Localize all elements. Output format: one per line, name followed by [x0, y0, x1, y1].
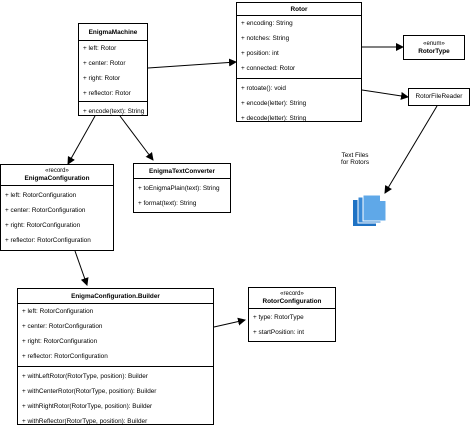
attribute-row: + right: RotorConfiguration [22, 338, 98, 345]
class-header: «record» RotorConfiguration [249, 288, 335, 309]
class-header: «record» EnigmaConfiguration [1, 165, 113, 186]
attribute-row: + notches: String [241, 35, 290, 42]
attribute-row: + right: Rotor [83, 75, 121, 82]
attributes-section: + left: RotorConfiguration + center: Rot… [1, 186, 113, 248]
method-row: + toEnigmaPlain(text): String [138, 185, 220, 192]
arrow-machine-to-configuration [67, 115, 96, 165]
attribute-row: + reflector: RotorConfiguration [22, 353, 108, 360]
class-name: RotorType [418, 47, 450, 55]
class-rotor[interactable]: Rotor + encoding: String + notches: Stri… [236, 2, 362, 122]
class-name: EnigmaMachine [88, 28, 138, 36]
attribute-row: + center: RotorConfiguration [5, 207, 86, 214]
methods-section: + encode(text): String [79, 102, 147, 119]
class-rotor-file-reader[interactable]: RotorFileReader [408, 88, 470, 106]
attributes-section: + left: Rotor + center: Rotor + right: R… [79, 41, 147, 102]
class-name: RotorConfiguration [262, 298, 322, 305]
attribute-row: + left: RotorConfiguration [5, 192, 77, 199]
attribute-row: + type: RotorType [253, 314, 304, 321]
attribute-row: + startPosition: int [253, 329, 304, 336]
method-row: + rotoate(): void [241, 85, 286, 92]
attributes-section: + type: RotorType + startPosition: int [249, 309, 335, 340]
class-header: Rotor [237, 3, 361, 16]
arrow-rotor-to-filereader [361, 89, 409, 100]
class-header: EnigmaConfiguration.Builder [18, 289, 213, 304]
method-row: + withReflector(RotorType, position): Bu… [22, 418, 148, 425]
text-files-line-2: for Rotors [340, 159, 370, 166]
class-header: EnigmaTextConverter [134, 164, 230, 179]
class-name: EnigmaTextConverter [149, 167, 215, 175]
method-row: + format(text): String [138, 200, 197, 207]
arrow-machine-to-converter [119, 115, 154, 161]
methods-section: + rotoate(): void + encode(letter): Stri… [237, 79, 361, 126]
class-enigma-text-converter[interactable]: EnigmaTextConverter + toEnigmaPlain(text… [133, 163, 231, 213]
arrow-filereader-to-textfiles [384, 105, 438, 194]
document-stack-icon [353, 195, 387, 226]
text-files-label: Text Files for Rotors [330, 152, 380, 166]
arrow-configuration-to-builder [74, 250, 89, 286]
attribute-row: + reflector: RotorConfiguration [5, 237, 91, 244]
text-files-line-1: Text Files [341, 152, 369, 159]
stereotype-label: «record» [45, 168, 69, 174]
class-header: «enum» RotorType [404, 36, 464, 59]
method-row: + decode(letter): String [241, 115, 307, 122]
class-enigma-machine[interactable]: EnigmaMachine + left: Rotor + center: Ro… [78, 23, 148, 116]
arrow-machine-to-rotor [147, 58, 237, 69]
attribute-row: + center: Rotor [83, 60, 126, 67]
attribute-row: + reflector: Rotor [83, 90, 131, 97]
stereotype-label: «record» [280, 291, 304, 297]
stereotype-label: «enum» [423, 40, 445, 47]
attribute-row: + center: RotorConfiguration [22, 323, 103, 330]
class-enigma-configuration[interactable]: «record» EnigmaConfiguration + left: Rot… [0, 164, 114, 251]
attribute-row: + left: Rotor [83, 45, 117, 52]
method-row: + encode(letter): String [241, 100, 307, 107]
class-rotor-type[interactable]: «enum» RotorType [403, 35, 465, 60]
method-row: + withRightRotor(RotorType, position): B… [22, 403, 153, 410]
attribute-row: + left: RotorConfiguration [22, 308, 94, 315]
class-name: EnigmaConfiguration [24, 175, 90, 182]
class-name: Rotor [290, 5, 308, 13]
class-rotor-configuration[interactable]: «record» RotorConfiguration + type: Roto… [248, 287, 336, 342]
method-row: + encode(text): String [83, 108, 145, 115]
class-header: EnigmaMachine [79, 24, 147, 41]
attributes-section: + left: RotorConfiguration + center: Rot… [18, 304, 213, 367]
attribute-row: + position: int [241, 50, 279, 57]
attributes-section: + encoding: String + notches: String + p… [237, 16, 361, 79]
method-row: + withLeftRotor(RotorType, position): Bu… [22, 373, 148, 380]
attribute-row: + encoding: String [241, 20, 293, 27]
method-row: + withCenterRotor(RotorType, position): … [22, 388, 157, 395]
class-name: EnigmaConfiguration.Builder [71, 292, 160, 300]
methods-section: + withLeftRotor(RotorType, position): Bu… [18, 367, 213, 429]
attribute-row: + right: RotorConfiguration [5, 222, 81, 229]
class-name: RotorFileReader [415, 93, 463, 100]
class-enigma-configuration-builder[interactable]: EnigmaConfiguration.Builder + left: Roto… [17, 288, 214, 425]
methods-section: + toEnigmaPlain(text): String + format(t… [134, 179, 230, 211]
arrow-builder-to-rotorconfiguration [213, 317, 246, 328]
attribute-row: + connected: Rotor [241, 65, 296, 72]
